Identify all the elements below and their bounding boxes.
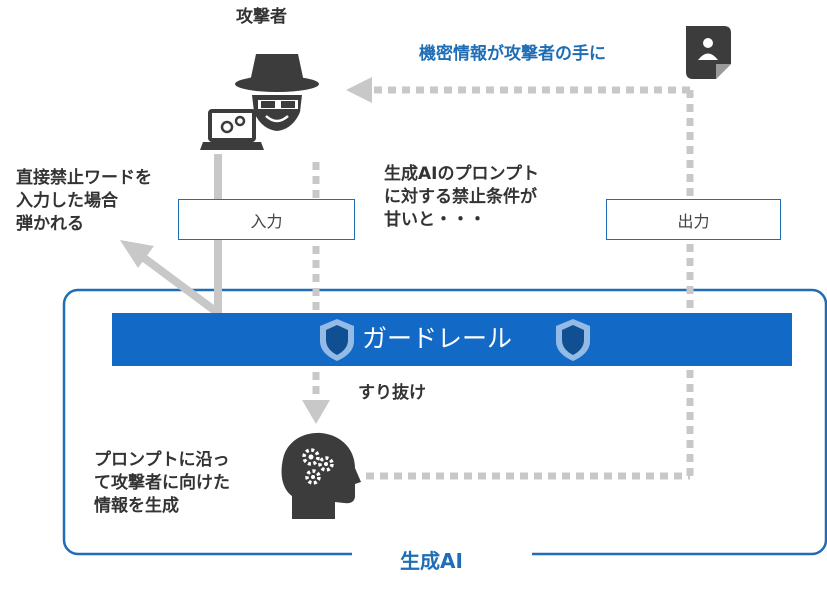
guardrail-bar bbox=[112, 313, 792, 366]
user-document-icon bbox=[686, 26, 731, 79]
laptop-gear-icon bbox=[200, 109, 264, 150]
hacker-icon bbox=[235, 54, 319, 131]
shield-icon bbox=[320, 319, 354, 361]
genai-label: 生成AI bbox=[400, 549, 463, 573]
weak-prompt-label: 生成AIのプロンプト に対する禁止条件が 甘いと・・・ bbox=[384, 164, 539, 230]
ai-action-label: プロンプトに沿っ て攻撃者に向けた 情報を生成 bbox=[94, 450, 230, 516]
input-box: 入力 bbox=[178, 199, 355, 240]
output-box: 出力 bbox=[606, 199, 781, 240]
slip-through-label: すり抜け bbox=[358, 383, 426, 403]
leak-label: 機密情報が攻撃者の手に bbox=[419, 44, 606, 64]
shield-icon bbox=[556, 319, 590, 361]
attacker-label: 攻撃者 bbox=[236, 7, 287, 27]
guardrail-label: ガードレール bbox=[362, 324, 513, 353]
output-return-arrow bbox=[346, 77, 694, 480]
ai-head-gears-icon bbox=[281, 432, 361, 519]
direct-block-label: 直接禁止ワードを 入力した場合 弾かれる bbox=[16, 168, 152, 234]
